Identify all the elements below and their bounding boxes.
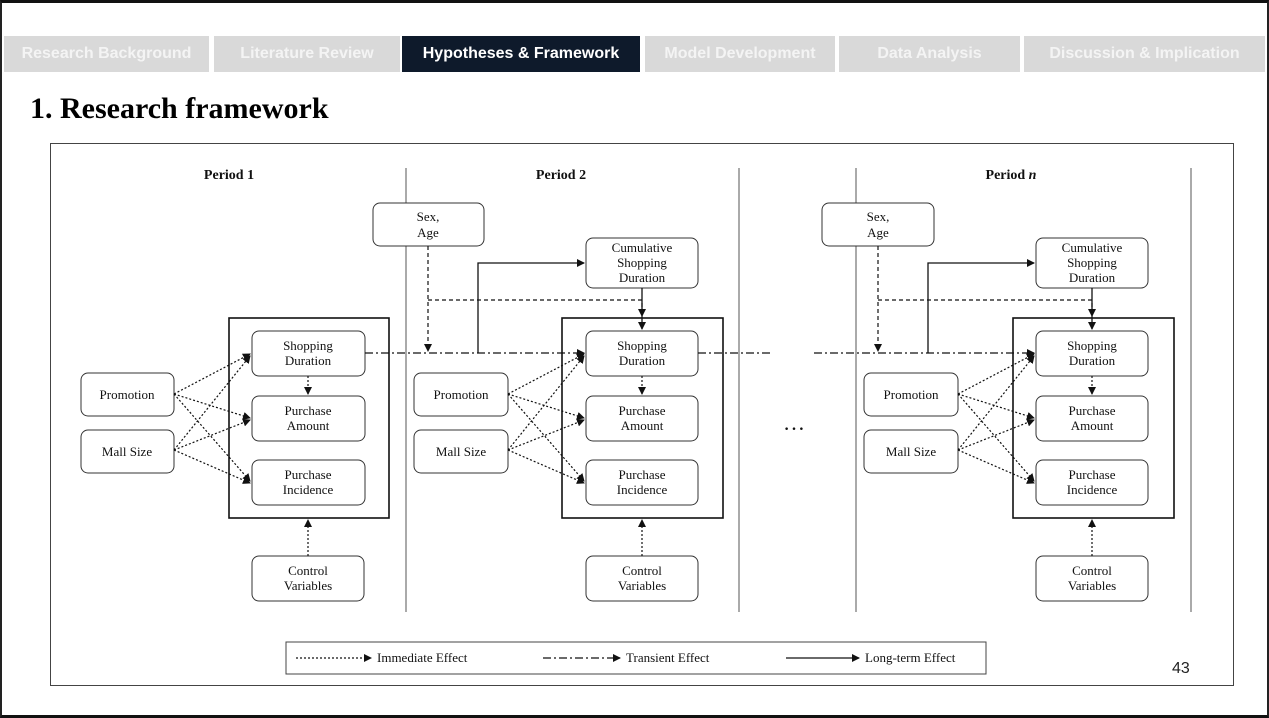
- mall-size-node: Mall Size: [413, 429, 509, 474]
- svg-text:Transient Effect: Transient Effect: [626, 650, 710, 665]
- svg-text:Purchase: Purchase: [285, 403, 332, 418]
- shopping-duration-node: Shopping Duration: [251, 330, 366, 377]
- svg-text:Purchase: Purchase: [1069, 403, 1116, 418]
- svg-text:Amount: Amount: [1071, 418, 1114, 433]
- svg-text:Purchase: Purchase: [285, 467, 332, 482]
- immediate-effect-arrows: [507, 353, 646, 556]
- period-n-label: Period n: [986, 168, 1037, 183]
- control-variables-node: Control Variables: [585, 555, 699, 602]
- outcomes-box: [228, 317, 390, 519]
- control-variables-node: Control Variables: [251, 555, 365, 602]
- long-term-effect-arrows: [927, 259, 1096, 353]
- svg-text:Promotion: Promotion: [434, 387, 489, 402]
- svg-text:Immediate Effect: Immediate Effect: [377, 650, 468, 665]
- period-separators: [405, 168, 1192, 612]
- svg-text:Purchase: Purchase: [1069, 467, 1116, 482]
- svg-text:Duration: Duration: [285, 353, 332, 368]
- tab-model-development[interactable]: Model Development: [645, 36, 835, 72]
- svg-text:Cumulative: Cumulative: [612, 240, 673, 255]
- legend-immediate: Immediate Effect: [296, 650, 468, 665]
- slide-title: 1. Research framework: [30, 92, 329, 125]
- svg-text:Control: Control: [1072, 563, 1112, 578]
- svg-text:Variables: Variables: [618, 578, 666, 593]
- purchase-amount-node: Purchase Amount: [251, 395, 366, 442]
- svg-text:Duration: Duration: [1069, 270, 1116, 285]
- svg-text:Promotion: Promotion: [100, 387, 155, 402]
- svg-text:Duration: Duration: [1069, 353, 1116, 368]
- sex-age-node: Sex, Age: [372, 202, 485, 247]
- cumulative-shopping-duration-node: Cumulative Shopping Duration: [1035, 237, 1149, 289]
- shopping-duration-node: Shopping Duration: [585, 330, 699, 377]
- purchase-incidence-node: Purchase Incidence: [251, 459, 366, 506]
- svg-text:Incidence: Incidence: [617, 482, 668, 497]
- svg-text:Shopping: Shopping: [1067, 255, 1117, 270]
- promotion-node: Promotion: [413, 372, 509, 417]
- purchase-amount-node: Purchase Amount: [585, 395, 699, 442]
- svg-text:Duration: Duration: [619, 353, 666, 368]
- svg-text:Purchase: Purchase: [619, 467, 666, 482]
- svg-text:Sex,: Sex,: [417, 209, 440, 224]
- svg-text:Age: Age: [417, 225, 439, 240]
- svg-text:Cumulative: Cumulative: [1062, 240, 1123, 255]
- svg-text:Mall Size: Mall Size: [886, 444, 936, 459]
- svg-text:Shopping: Shopping: [617, 338, 667, 353]
- immediate-effect-arrows: [957, 353, 1096, 556]
- cumulative-shopping-duration-node: Cumulative Shopping Duration: [585, 237, 699, 289]
- svg-text:Incidence: Incidence: [283, 482, 334, 497]
- purchase-incidence-node: Purchase Incidence: [1035, 459, 1149, 506]
- period-1-label: Period 1: [204, 168, 254, 183]
- tab-hypotheses-framework[interactable]: Hypotheses & Framework: [402, 36, 640, 72]
- ellipsis-indicator: …: [783, 410, 805, 435]
- period-2-group: Sex, Age Cumulative Shopping Duration Sh…: [372, 202, 724, 602]
- framework-svg: Period 1 Period 2 Period n Shopping Dura…: [80, 168, 1192, 675]
- svg-text:Shopping: Shopping: [617, 255, 667, 270]
- svg-text:Variables: Variables: [284, 578, 332, 593]
- svg-text:Promotion: Promotion: [884, 387, 939, 402]
- purchase-amount-node: Purchase Amount: [1035, 395, 1149, 442]
- legend-longterm: Long-term Effect: [786, 650, 956, 665]
- svg-text:Amount: Amount: [621, 418, 664, 433]
- svg-text:Amount: Amount: [287, 418, 330, 433]
- period-n-group: Sex, Age Cumulative Shopping Duration Sh…: [821, 202, 1175, 602]
- promotion-node: Promotion: [863, 372, 959, 417]
- outcomes-box: [1012, 317, 1175, 519]
- tab-data-analysis[interactable]: Data Analysis: [839, 36, 1020, 72]
- period-1-group: Shopping Duration Purchase Amount Purcha…: [80, 317, 390, 602]
- research-framework-diagram: Period 1 Period 2 Period n Shopping Dura…: [50, 143, 1234, 686]
- shopping-duration-node: Shopping Duration: [1035, 330, 1149, 377]
- svg-text:Variables: Variables: [1068, 578, 1116, 593]
- svg-text:Incidence: Incidence: [1067, 482, 1118, 497]
- purchase-incidence-node: Purchase Incidence: [585, 459, 699, 506]
- control-variables-node: Control Variables: [1035, 555, 1149, 602]
- svg-text:Age: Age: [867, 225, 889, 240]
- tab-discussion-implication[interactable]: Discussion & Implication: [1024, 36, 1265, 72]
- mall-size-node: Mall Size: [80, 429, 175, 474]
- svg-text:Sex,: Sex,: [867, 209, 890, 224]
- svg-text:Control: Control: [622, 563, 662, 578]
- legend: Immediate Effect Transient Effect Long-t…: [285, 641, 987, 675]
- svg-text:Mall Size: Mall Size: [102, 444, 152, 459]
- mall-size-node: Mall Size: [863, 429, 959, 474]
- section-tab-bar: Research Background Literature Review Hy…: [4, 36, 1265, 72]
- svg-text:Long-term Effect: Long-term Effect: [865, 650, 956, 665]
- legend-transient: Transient Effect: [543, 650, 710, 665]
- sex-age-node: Sex, Age: [821, 202, 935, 247]
- svg-text:Mall Size: Mall Size: [436, 444, 486, 459]
- promotion-node: Promotion: [80, 372, 175, 417]
- svg-text:Purchase: Purchase: [619, 403, 666, 418]
- tab-research-background[interactable]: Research Background: [4, 36, 209, 72]
- svg-text:Shopping: Shopping: [283, 338, 333, 353]
- svg-text:Shopping: Shopping: [1067, 338, 1117, 353]
- svg-text:Duration: Duration: [619, 270, 666, 285]
- svg-text:Control: Control: [288, 563, 328, 578]
- tab-literature-review[interactable]: Literature Review: [214, 36, 400, 72]
- page-number: 43: [1172, 660, 1190, 677]
- long-term-effect-arrows: [477, 259, 646, 353]
- period-2-label: Period 2: [536, 168, 586, 183]
- immediate-effect-arrows: [173, 353, 312, 556]
